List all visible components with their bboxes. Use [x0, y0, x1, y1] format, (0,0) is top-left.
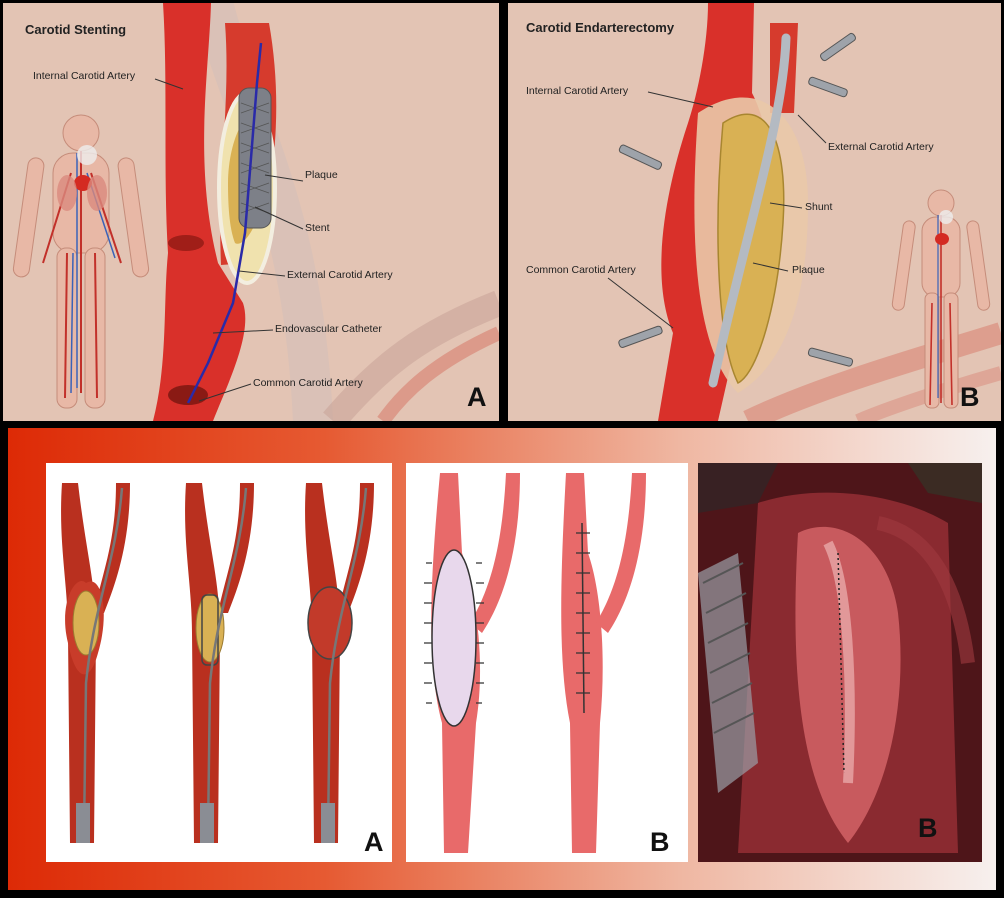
- stent-deployment-sequence: A: [46, 463, 392, 862]
- label-shunt: Shunt: [805, 201, 833, 213]
- label-endovascular-catheter: Endovascular Catheter: [275, 323, 382, 335]
- human-body-icon: [891, 189, 991, 409]
- panel-letter: B: [960, 382, 980, 412]
- label-stent: Stent: [305, 222, 330, 234]
- stent-shape: [307, 586, 353, 660]
- surgical-photo: B: [698, 463, 982, 862]
- label-plaque: Plaque: [305, 169, 338, 181]
- artery-stage-2: [185, 483, 254, 843]
- label-plaque: Plaque: [792, 264, 825, 276]
- panel-title: Carotid Endarterectomy: [526, 20, 675, 35]
- shunt-tube: [708, 33, 791, 388]
- surgical-clamp-icon: [618, 32, 856, 367]
- label-internal-carotid-artery: Internal Carotid Artery: [33, 70, 136, 82]
- primary-closure-artery: [561, 473, 646, 853]
- panel-letter: A: [364, 827, 384, 857]
- bottom-panel: A B: [8, 428, 996, 890]
- stenting-illustration: [12, 3, 499, 421]
- panel-letter: B: [650, 827, 670, 857]
- label-internal-carotid-artery: Internal Carotid Artery: [526, 85, 629, 97]
- catheter-line: [186, 42, 263, 404]
- panel-letter: B: [918, 813, 938, 843]
- label-external-carotid-artery: External Carotid Artery: [287, 269, 393, 281]
- arteriotomy-suture-diagram: B: [406, 463, 688, 862]
- label-common-carotid-artery: Common Carotid Artery: [526, 264, 636, 276]
- label-external-carotid-artery: External Carotid Artery: [828, 141, 934, 153]
- retractor-icon: [698, 553, 758, 793]
- panel-carotid-stenting: Carotid Stenting Internal Carotid Artery…: [3, 3, 499, 421]
- panel-title: Carotid Stenting: [25, 22, 127, 37]
- panel-carotid-endarterectomy: Carotid Endarterectomy Internal Carotid …: [508, 3, 1001, 421]
- panel-letter: A: [467, 382, 487, 412]
- endarterectomy-illustration: [607, 3, 1001, 421]
- human-body-icon: [12, 114, 150, 409]
- artery-stage-1: [61, 483, 130, 843]
- label-common-carotid-artery: Common Carotid Artery: [253, 377, 363, 389]
- artery-stage-3: [305, 483, 374, 843]
- patch-closure-artery: [424, 473, 520, 853]
